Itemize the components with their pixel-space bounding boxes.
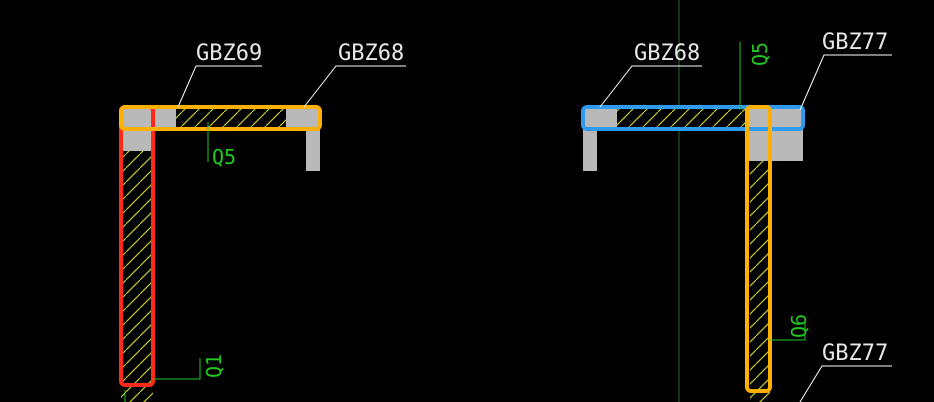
highlight-orange-q6[interactable]: [745, 105, 772, 393]
label-gbz69: GBZ69: [196, 41, 262, 66]
column-gbz69: [121, 107, 176, 129]
column-corner-block: [121, 129, 153, 151]
column-gbz68-left-leg: [306, 129, 320, 171]
label-q1: Q1: [202, 354, 226, 378]
label-q6: Q6: [787, 314, 811, 338]
label-gbz68-right: GBZ68: [634, 41, 700, 66]
leader-gbz69: [177, 65, 262, 108]
leader-q1: [153, 358, 201, 380]
column-gbz77-top-leg: [745, 129, 803, 161]
label-q5-right: Q5: [748, 42, 772, 66]
column-gbz77-top: [745, 107, 803, 129]
column-gbz68-left: [286, 107, 320, 129]
wall-segment-q6: [750, 161, 770, 402]
leader-gbz77-top: [799, 54, 892, 111]
column-gbz68-right: [583, 107, 617, 129]
label-gbz77-bottom: GBZ77: [822, 341, 888, 366]
leader-gbz68-right: [599, 65, 702, 108]
label-gbz68-left: GBZ68: [338, 41, 404, 66]
leader-q6: [770, 318, 806, 341]
leader-gbz77-bottom: [799, 365, 892, 402]
label-q5-left: Q5: [212, 145, 236, 169]
column-gbz68-right-leg: [583, 129, 597, 171]
highlight-blue-q5-right[interactable]: [581, 105, 805, 131]
highlight-orange-q5-left[interactable]: [119, 105, 322, 131]
leader-gbz68-left: [303, 65, 406, 108]
label-gbz77-top: GBZ77: [822, 30, 888, 55]
wall-segment-q1: [121, 129, 153, 402]
